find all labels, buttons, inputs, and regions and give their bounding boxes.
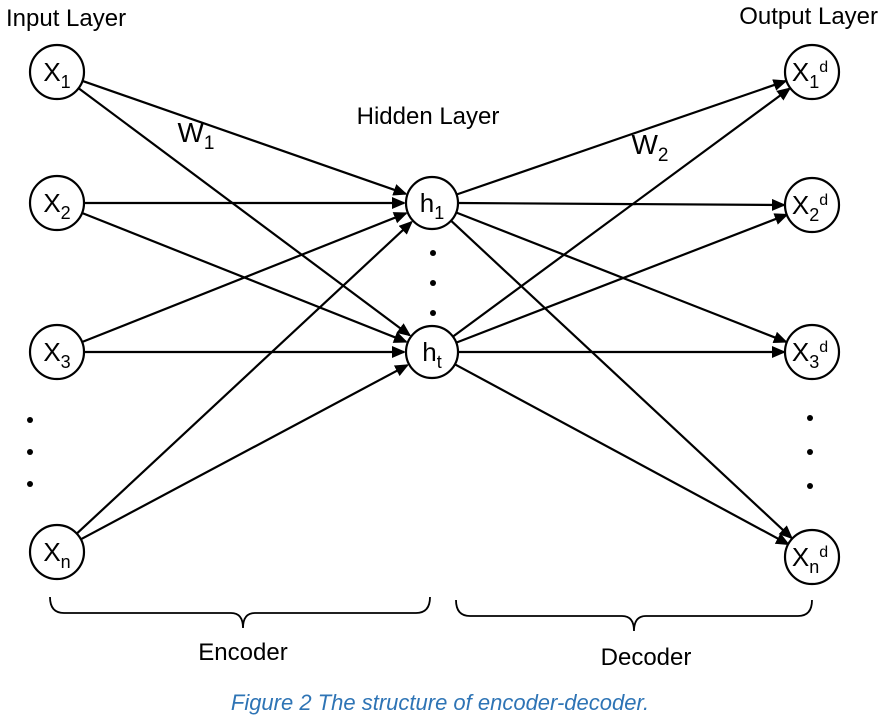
- decoder-edges: [450, 79, 793, 546]
- input-node-x3-label: X3: [43, 337, 70, 372]
- input-layer-label: Input Layer: [6, 5, 126, 32]
- edge-x3-h1: [81, 212, 408, 344]
- hidden-node-h1: h1: [404, 175, 460, 231]
- hidden-layer-label: Hidden Layer: [357, 103, 500, 130]
- edge-xn-ht: [80, 364, 410, 541]
- edge-ht-x1d: [452, 87, 792, 338]
- output-node-x2d: X2d: [783, 176, 841, 234]
- output-layer-label: Output Layer: [739, 3, 878, 30]
- output-node-x1d-label: X1d: [792, 57, 828, 92]
- decoder-brace: [455, 599, 813, 632]
- edge-x1-h1: [82, 79, 408, 196]
- input-node-x1-label: X1: [43, 57, 70, 92]
- input-node-xn-label: Xn: [43, 537, 70, 572]
- edge-h1-x1d: [456, 79, 788, 196]
- encoder-decoder-diagram: X1 X2 X3 Xn h1 ht X1d X2d: [6, 3, 878, 671]
- output-node-x3d-label: X3d: [792, 337, 828, 372]
- weight-w2-label: W2: [631, 129, 668, 166]
- weight-w1-label: W1: [177, 117, 214, 154]
- hidden-node-ht-label: ht: [422, 337, 441, 372]
- hidden-node-h1-label: h1: [420, 188, 444, 223]
- edge-h1-xnd: [450, 219, 793, 540]
- figure-caption: Figure 2 The structure of encoder-decode…: [230, 690, 650, 715]
- input-node-xn: Xn: [28, 523, 86, 581]
- encoder-label: Encoder: [198, 639, 287, 666]
- decoder-label: Decoder: [601, 644, 692, 671]
- output-node-xnd: Xnd: [783, 528, 841, 586]
- edge-ht-x2d: [455, 213, 789, 344]
- hidden-node-ht: ht: [404, 324, 460, 380]
- encoder-edges: [76, 79, 413, 541]
- edge-xn-h1: [76, 220, 413, 535]
- edge-x1-ht: [77, 87, 412, 337]
- output-node-xnd-label: Xnd: [792, 542, 828, 577]
- input-node-x2: X2: [28, 174, 86, 232]
- output-node-x1d: X1d: [783, 43, 841, 101]
- output-ellipsis-icon: [807, 415, 813, 489]
- edge-ht-xnd: [454, 363, 790, 546]
- output-node-x3d: X3d: [783, 323, 841, 381]
- hidden-ellipsis-icon: [430, 250, 436, 316]
- input-node-x3: X3: [28, 323, 86, 381]
- input-node-x1: X1: [28, 43, 86, 101]
- input-ellipsis-icon: [27, 417, 33, 487]
- edge-h1-x3d: [455, 211, 788, 344]
- output-node-x2d-label: X2d: [792, 190, 828, 225]
- encoder-brace: [49, 596, 431, 629]
- input-node-x2-label: X2: [43, 188, 70, 223]
- edge-h1-x2d: [457, 198, 786, 211]
